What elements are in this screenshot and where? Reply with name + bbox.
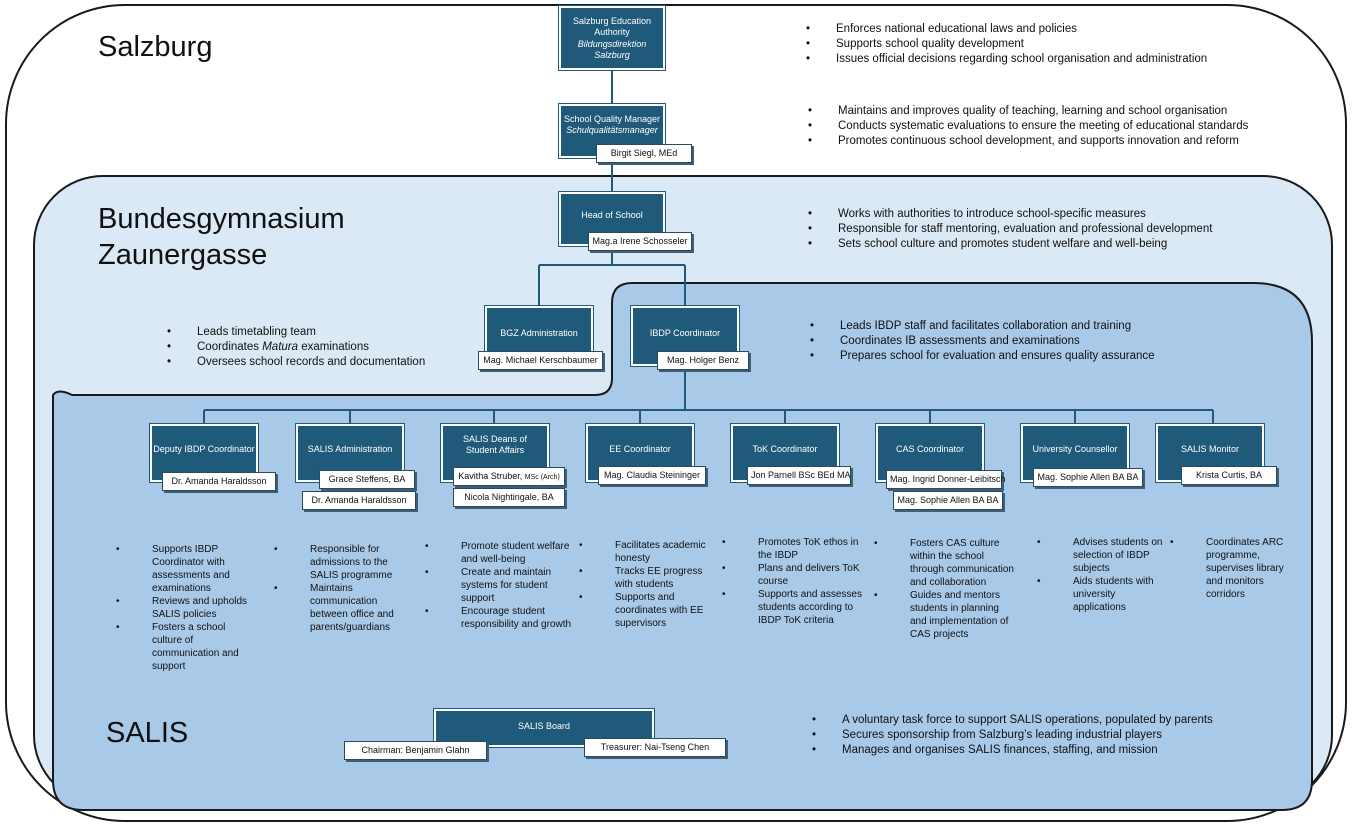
list-item: Supports IBDP Coordinator with assessmen… [116,543,256,595]
salis-admin-name-1: Grace Steffens, BA [319,470,415,489]
role-title: CAS Coordinator [895,444,965,454]
salis-title: SALIS [106,717,189,749]
bgz-admin-title: BGZ Administration [500,328,578,338]
role-title: EE Coordinator [609,444,671,454]
ibdp-bullets: Leads IBDP staff and facilitates collabo… [806,319,1155,364]
ibdp-title: IBDP Coordinator [649,328,721,338]
list-item: Responsible for admissions to the SALIS … [274,543,408,582]
role-title: ToK Coordinator [752,444,818,454]
bgz-title-line2: Zaunergasse [98,239,268,271]
authority-sub1: Bildungsdirektion [577,38,647,49]
ibdp-name: Mag. Holger Benz [657,351,749,370]
board-chair: Chairman: Benjamin Glahn [344,741,487,760]
salzburg-title: Salzburg [98,31,213,63]
role-title: Deputy IBDP Coordinator [153,444,255,454]
salis-monitor-bullets: Coordinates ARC programme, supervises li… [1170,536,1298,601]
deputy-ibdp-bullets: Supports IBDP Coordinator with assessmen… [116,543,256,673]
list-item: Supports and assesses students according… [722,588,862,627]
head-title: Head of School [581,210,643,220]
cas-coordinator-name-2: Mag. Sophie Allen BA BA [893,491,1003,510]
salis-deans-bullets: Promote student welfare and well-being C… [425,540,575,631]
deputy-ibdp-name: Dr. Amanda Haraldsson [162,472,276,491]
list-item: Facilitates academic honesty [579,539,721,565]
list-item: Issues official decisions regarding scho… [802,52,1207,67]
bgz-admin-name: Mag. Michael Kerschbaumer [478,351,603,370]
quality-manager-name: Birgit Siegl, MEd [596,144,692,163]
list-item: Coordinates Matura examinations [163,340,425,355]
list-item: Manages and organises SALIS finances, st… [808,743,1213,758]
board-treasurer: Treasurer: Nai-Tseng Chen [584,738,726,757]
authority-line2: Authority [594,27,630,38]
bgz-admin-bullet-2: Coordinates Matura examinations [197,341,369,353]
head-name: Mag.a Irene Schosseler [588,232,692,251]
list-item: Enforces national educational laws and p… [802,22,1207,37]
list-item: Promotes continuous school development, … [804,134,1248,149]
salis-deans-name-1-suffix: MSc (Arch) [524,474,560,481]
authority-box[interactable]: Salzburg Education Authority Bildungsdir… [559,6,665,70]
list-item: Leads timetabling team [163,325,425,340]
role-title: SALIS Administration [307,444,393,454]
salis-deans-name-2: Nicola Nightingale, BA [453,488,565,507]
list-item: Coordinates IB assessments and examinati… [806,334,1155,349]
university-counsellor-bullets: Advises students on selection of IBDP su… [1037,536,1165,614]
cas-coordinator-bullets: Fosters CAS culture within the school th… [874,537,1014,641]
list-item: Fosters a school culture of communicatio… [116,621,256,673]
salis-deans-name-1: Kavitha Struber, MSc (Arch) [453,467,565,486]
ee-coordinator-bullets: Facilitates academic honesty Tracks EE p… [579,539,721,630]
list-item: Promotes ToK ethos in the IBDP [722,536,862,562]
list-item: Supports and coordinates with EE supervi… [579,591,721,630]
list-item: Coordinates ARC programme, supervises li… [1170,536,1298,601]
list-item: Plans and delivers ToK course [722,562,862,588]
role-title-2: Student Affairs [465,445,525,456]
quality-manager-sub: Schulqualitätsmanager [566,125,658,136]
list-item: Sets school culture and promotes student… [804,237,1212,252]
quality-manager-title: School Quality Manager [563,114,661,124]
bgz-admin-bullets: Leads timetabling team Coordinates Matur… [163,325,425,370]
university-counsellor-name: Mag. Sophie Allen BA BA [1033,468,1143,487]
list-item: Create and maintain systems for student … [425,566,575,605]
authority-bullets: Enforces national educational laws and p… [802,22,1207,67]
authority-line1: Salzburg Education [572,16,652,26]
board-title: SALIS Board [517,721,571,731]
authority-sub2: Salzburg [594,49,630,60]
tok-coordinator-bullets: Promotes ToK ethos in the IBDP Plans and… [722,536,862,627]
list-item: Works with authorities to introduce scho… [804,207,1212,222]
list-item: Maintains and improves quality of teachi… [804,104,1248,119]
list-item: A voluntary task force to support SALIS … [808,713,1213,728]
list-item: Oversees school records and documentatio… [163,355,425,370]
ee-coordinator-name: Mag. Claudia Steininger [598,466,706,485]
tok-coordinator-name: Jon Parnell BSc BEd MA [747,466,851,485]
list-item: Advises students on selection of IBDP su… [1037,536,1165,575]
head-of-school-box[interactable]: Head of School [559,192,665,246]
list-item: Leads IBDP staff and facilitates collabo… [806,319,1155,334]
salis-deans-name-1-text: Kavitha Struber, [458,471,523,481]
quality-manager-bullets: Maintains and improves quality of teachi… [804,104,1248,149]
salis-admin-bullets: Responsible for admissions to the SALIS … [274,543,408,634]
list-item: Guides and mentors students in planning … [874,589,1014,641]
list-item: Maintains communication between office a… [274,582,408,634]
cas-coordinator-name-1: Mag. Ingrid Donner-Leibitsch [886,470,1006,489]
list-item: Secures sponsorship from Salzburg’s lead… [808,728,1213,743]
salis-admin-name-2: Dr. Amanda Haraldsson [302,491,416,510]
head-bullets: Works with authorities to introduce scho… [804,207,1212,252]
list-item: Reviews and upholds SALIS policies [116,595,256,621]
list-item: Responsible for staff mentoring, evaluat… [804,222,1212,237]
list-item: Encourage student responsibility and gro… [425,605,575,631]
role-title: SALIS Deans of [462,434,528,444]
list-item: Aids students with university applicatio… [1037,575,1165,614]
list-item: Tracks EE progress with students [579,565,721,591]
board-bullets: A voluntary task force to support SALIS … [808,713,1213,758]
list-item: Supports school quality development [802,37,1207,52]
list-item: Prepares school for evaluation and ensur… [806,349,1155,364]
bgz-title-line1: Bundesgymnasium [98,203,345,235]
list-item: Conducts systematic evaluations to ensur… [804,119,1248,134]
salis-monitor-name: Krista Curtis, BA [1181,466,1277,485]
role-title: University Counsellor [1032,444,1118,454]
list-item: Promote student welfare and well-being [425,540,575,566]
role-title: SALIS Monitor [1180,444,1240,454]
list-item: Fosters CAS culture within the school th… [874,537,1014,589]
